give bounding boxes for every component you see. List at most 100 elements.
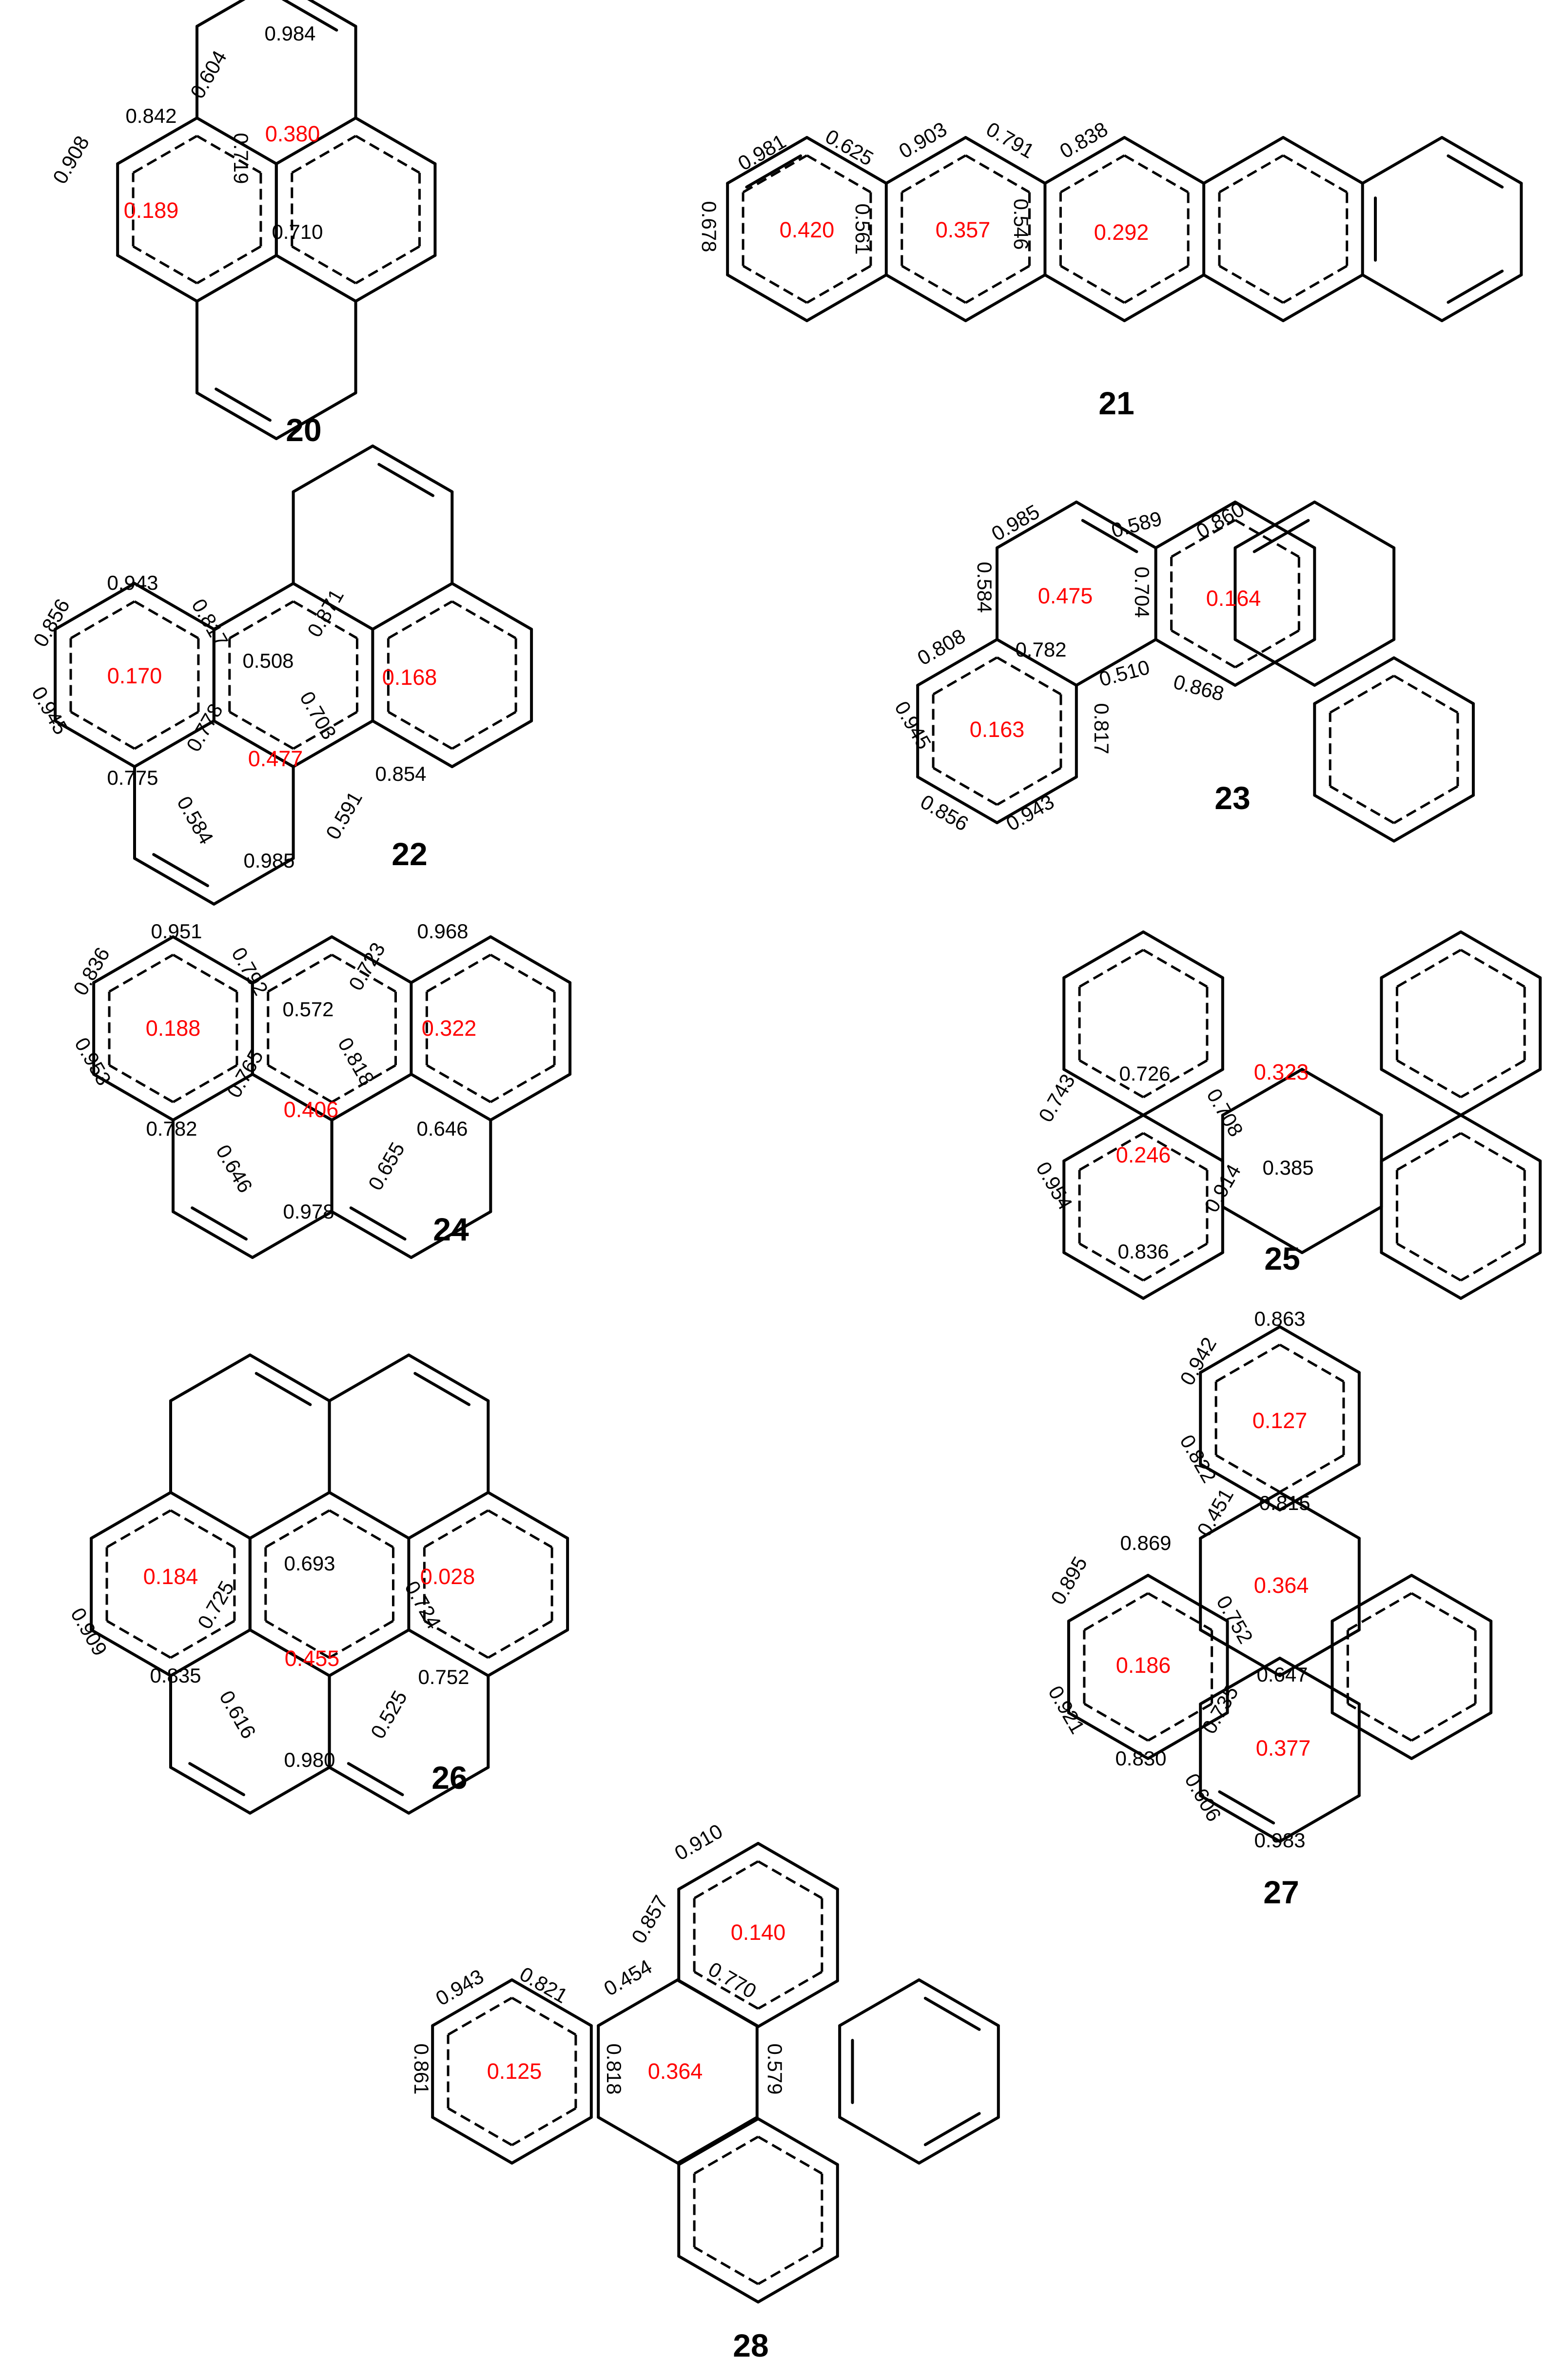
- aromatic-dash: [1282, 154, 1348, 193]
- bond-line: [328, 1628, 411, 1677]
- bond-label: 0.968: [417, 920, 468, 943]
- ring-label: 0.323: [1254, 1060, 1309, 1084]
- molecule-28: [431, 1842, 1000, 2303]
- bond-line: [1146, 1711, 1229, 1760]
- bond-line: [1313, 656, 1396, 705]
- bond-label: 0.604: [186, 46, 231, 102]
- aromatic-dash: [965, 154, 1030, 193]
- bond-line: [1202, 273, 1285, 322]
- aromatic-dash: [1215, 1454, 1281, 1493]
- aromatic-dash: [172, 953, 238, 993]
- bond-label: 0.835: [150, 1664, 201, 1687]
- aromatic-dash: [108, 1064, 174, 1103]
- aromatic-dash: [996, 767, 1062, 806]
- bond-line: [757, 2255, 839, 2303]
- aromatic-dash: [265, 1620, 330, 1659]
- bond-line: [354, 254, 437, 303]
- aromatic-dash: [488, 1620, 553, 1659]
- bond-line: [1459, 1251, 1542, 1300]
- bond-line: [1199, 1463, 1281, 1511]
- aromatic-dash: [1282, 265, 1348, 304]
- aromatic-dash: [693, 2135, 759, 2175]
- bond-label: 0.572: [282, 998, 333, 1021]
- compound-25: 0.726 0.743 0.708 0.954 0.914 0.385 0.83…: [1032, 1060, 1314, 1277]
- bond-line: [410, 935, 492, 984]
- aromatic-dash: [1460, 948, 1526, 988]
- molecule-26: [90, 1354, 569, 1815]
- bond-line: [1278, 1325, 1361, 1374]
- bond-line: [1081, 519, 1138, 553]
- bond-line: [431, 2116, 513, 2165]
- bond-label: 0.770: [705, 1957, 761, 2003]
- bond-label: 0.817: [1090, 703, 1113, 754]
- ring-label: 0.140: [731, 1920, 786, 1945]
- ring-label: 0.127: [1253, 1408, 1308, 1433]
- bond-line: [1075, 638, 1157, 687]
- bond-line: [133, 857, 215, 906]
- bond-line: [918, 1978, 1000, 2027]
- bond-line: [918, 2116, 1000, 2165]
- bond-label: 0.579: [763, 2043, 786, 2094]
- bond-line: [1392, 656, 1475, 705]
- compound-label: 24: [433, 1211, 469, 1247]
- aromatic-dash: [426, 1064, 491, 1103]
- ring-label: 0.246: [1116, 1142, 1171, 1167]
- bond-line: [510, 2116, 593, 2165]
- bond-line: [328, 1491, 411, 1540]
- aromatic-dash: [757, 2246, 823, 2285]
- bond-line: [330, 935, 413, 984]
- bond-line: [1459, 1113, 1542, 1162]
- bond-line: [757, 1842, 839, 1891]
- aromatic-dash: [388, 600, 453, 639]
- aromatic-dash: [329, 1509, 394, 1548]
- aromatic-dash: [170, 1620, 235, 1659]
- ring-label: 0.184: [143, 1564, 198, 1589]
- compound-label: 26: [431, 1760, 467, 1796]
- aromatic-dash: [229, 600, 294, 639]
- aromatic-dash: [1396, 948, 1462, 988]
- bond-line: [172, 935, 254, 984]
- bond-label: 0.743: [1034, 1070, 1079, 1126]
- bond-label: 0.508: [242, 649, 294, 672]
- molecule-21: [726, 136, 1523, 322]
- bond-line: [964, 273, 1047, 322]
- bond-line: [92, 1073, 175, 1122]
- bond-line: [54, 719, 136, 768]
- bond-line: [1062, 1068, 1145, 1117]
- bond-line: [1313, 793, 1396, 843]
- bond-line: [1278, 1794, 1361, 1843]
- bond-label: 0.842: [125, 104, 176, 127]
- bond-line: [726, 136, 808, 185]
- bond-line: [1062, 1251, 1145, 1300]
- aromatic-dash: [1142, 1242, 1208, 1282]
- aromatic-dash: [1279, 1343, 1345, 1383]
- bond-line: [1278, 1491, 1361, 1540]
- bond-label: 0.782: [1015, 638, 1066, 661]
- bond-line: [196, 254, 278, 303]
- bond-line: [54, 582, 136, 631]
- bond-line: [923, 1996, 981, 2031]
- bond-line: [1380, 930, 1463, 979]
- bond-line: [1331, 1574, 1413, 1623]
- bond-line: [407, 1491, 490, 1540]
- molecule-27: [1067, 1325, 1493, 1843]
- aromatic-dash: [134, 600, 199, 639]
- bond-line: [1123, 136, 1206, 185]
- aromatic-dash: [693, 1971, 759, 2010]
- aromatic-dash: [170, 1509, 235, 1548]
- bond-line: [916, 638, 998, 687]
- bond-line: [169, 1354, 252, 1402]
- aromatic-dash: [70, 600, 136, 639]
- bond-line: [487, 1491, 569, 1540]
- ring-label: 0.028: [420, 1564, 475, 1589]
- bond-label: 0.942: [1175, 1333, 1221, 1389]
- bond-label: 0.646: [416, 1117, 468, 1140]
- aromatic-dash: [1218, 154, 1284, 193]
- aromatic-dash: [742, 154, 808, 193]
- bond-line: [410, 1073, 492, 1122]
- bond-line: [169, 1491, 252, 1540]
- aromatic-dash: [901, 265, 966, 304]
- aromatic-dash: [1460, 1242, 1526, 1282]
- ring-label: 0.420: [780, 217, 835, 242]
- aromatic-dash: [355, 135, 420, 174]
